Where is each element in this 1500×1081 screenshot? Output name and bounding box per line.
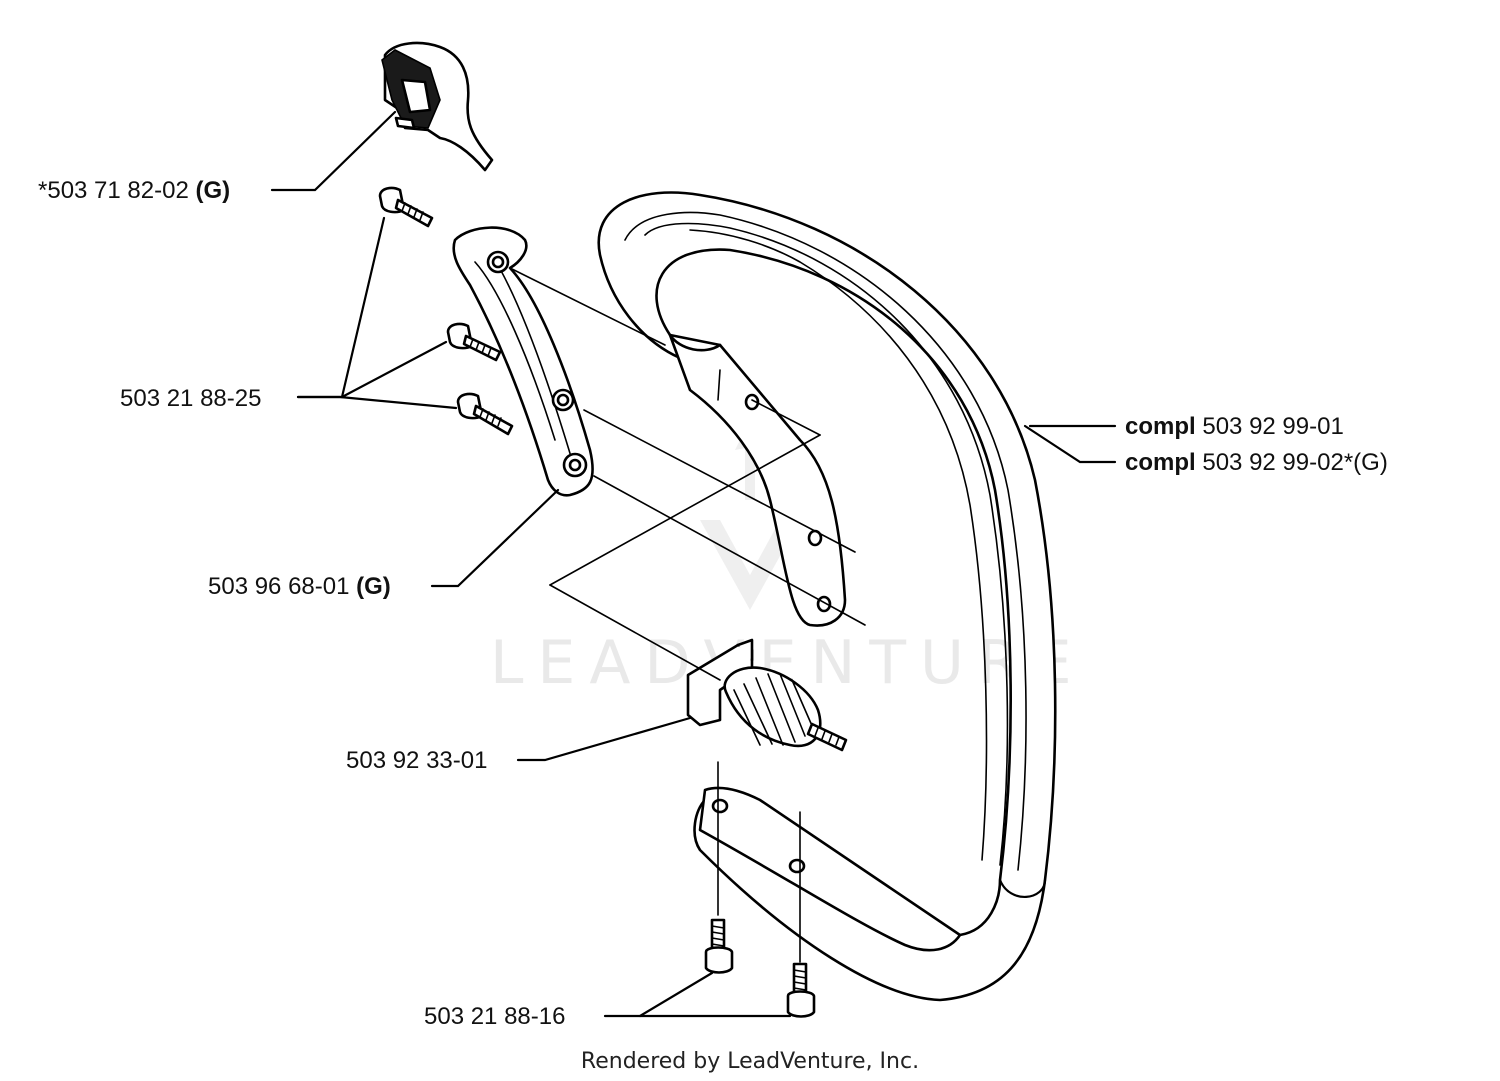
screw-top-1[interactable]	[378, 186, 434, 228]
label-screws-bottom: 503 21 88-16	[424, 1003, 565, 1030]
label-front-handle-2: compl 503 92 99-02*(G)	[1125, 449, 1388, 476]
front-handle[interactable]	[597, 191, 1057, 1002]
label-screws-top: 503 21 88-25	[120, 385, 261, 412]
assembly-lines	[509, 267, 866, 963]
handle-bracket[interactable]	[452, 226, 594, 497]
label-spring-bolt: 503 92 33-01	[346, 747, 487, 774]
hand-guard-clip[interactable]	[381, 41, 494, 172]
screw-top-2[interactable]	[446, 322, 502, 362]
label-handle-bracket: 503 96 68-01 (G)	[208, 573, 391, 600]
screw-bottom-1[interactable]	[704, 918, 734, 974]
label-front-handle-1: compl 503 92 99-01	[1125, 413, 1344, 440]
screw-bottom-2[interactable]	[786, 962, 816, 1018]
screw-top-3[interactable]	[456, 392, 514, 436]
spring-bolt[interactable]	[686, 638, 848, 752]
leader-lines	[270, 110, 1117, 1018]
footer-credit: Rendered by LeadVenture, Inc.	[581, 1049, 919, 1074]
label-hand-guard-clip: *503 71 82-02 (G)	[38, 177, 230, 204]
